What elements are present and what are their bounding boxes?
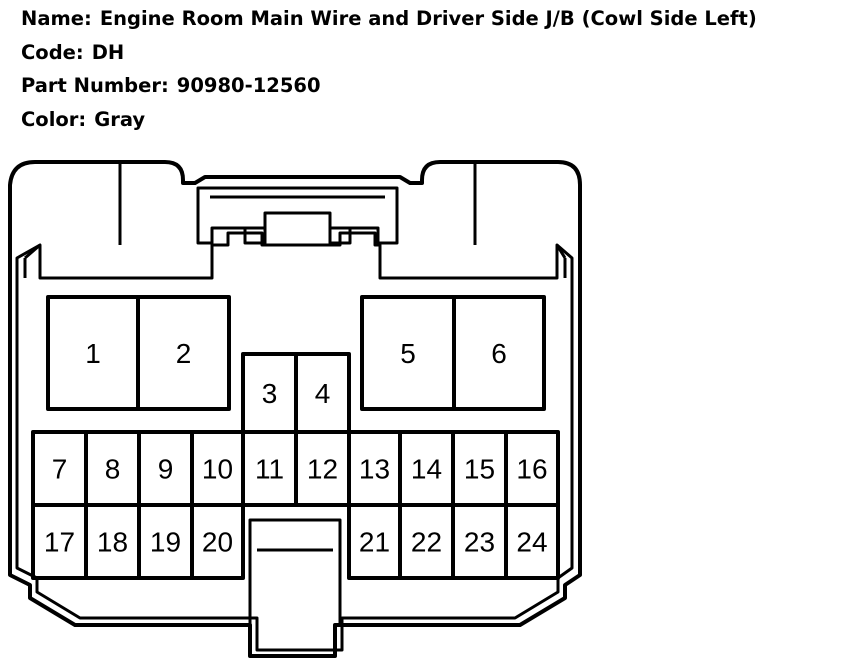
pin-label-13: 13 [359,454,390,485]
name-value: Engine Room Main Wire and Driver Side J/… [99,7,757,30]
color-label: Color: [21,108,87,131]
pin-label-22: 22 [411,527,442,558]
pin-label-14: 14 [411,454,442,485]
pin-label-24: 24 [516,527,547,558]
code-value: DH [91,41,125,64]
pin-label-10: 10 [202,454,233,485]
code-label: Code: [21,41,84,64]
pin-cavity-2 [136,295,231,411]
connector-inner-outline [15,231,574,652]
part-number-value: 90980-12560 [176,74,321,97]
pin-label-9: 9 [158,454,174,485]
latch [196,186,399,245]
connector-name: Name: Engine Room Main Wire and Driver Si… [21,9,757,29]
pin-label-6: 6 [491,338,507,369]
part-number: Part Number: 90980-12560 [21,76,321,96]
pin-label-1: 1 [85,338,101,369]
pin-label-19: 19 [150,527,181,558]
pin-label-18: 18 [97,527,128,558]
right-tab-shape [555,244,567,278]
pin-label-17: 17 [44,527,75,558]
key-slot [248,518,342,625]
pin-cavity-6 [452,295,546,411]
connector-color: Color: Gray [21,110,145,130]
pin-label-11: 11 [255,454,284,485]
pin-label-4: 4 [315,378,331,409]
pin-label-2: 2 [176,338,192,369]
connector-housing-outline [8,160,582,658]
pin-label-8: 8 [105,454,121,485]
part-number-label: Part Number: [21,74,169,97]
pin-label-23: 23 [464,527,495,558]
pin-label-15: 15 [464,454,495,485]
pin-label-21: 21 [359,527,390,558]
pin-label-5: 5 [400,338,416,369]
latch-detail [210,195,385,230]
pin-cavity-20 [190,503,245,580]
left-tab-shape [23,243,41,278]
pin-label-20: 20 [202,527,233,558]
pin-cavity-24 [504,503,560,580]
pin-label-16: 16 [516,454,547,485]
connector-code: Code: DH [21,43,124,63]
pin-label-12: 12 [307,454,338,485]
pin-label-3: 3 [262,378,278,409]
pin-label-7: 7 [52,454,68,485]
color-value: Gray [94,108,146,131]
name-label: Name: [21,7,92,30]
